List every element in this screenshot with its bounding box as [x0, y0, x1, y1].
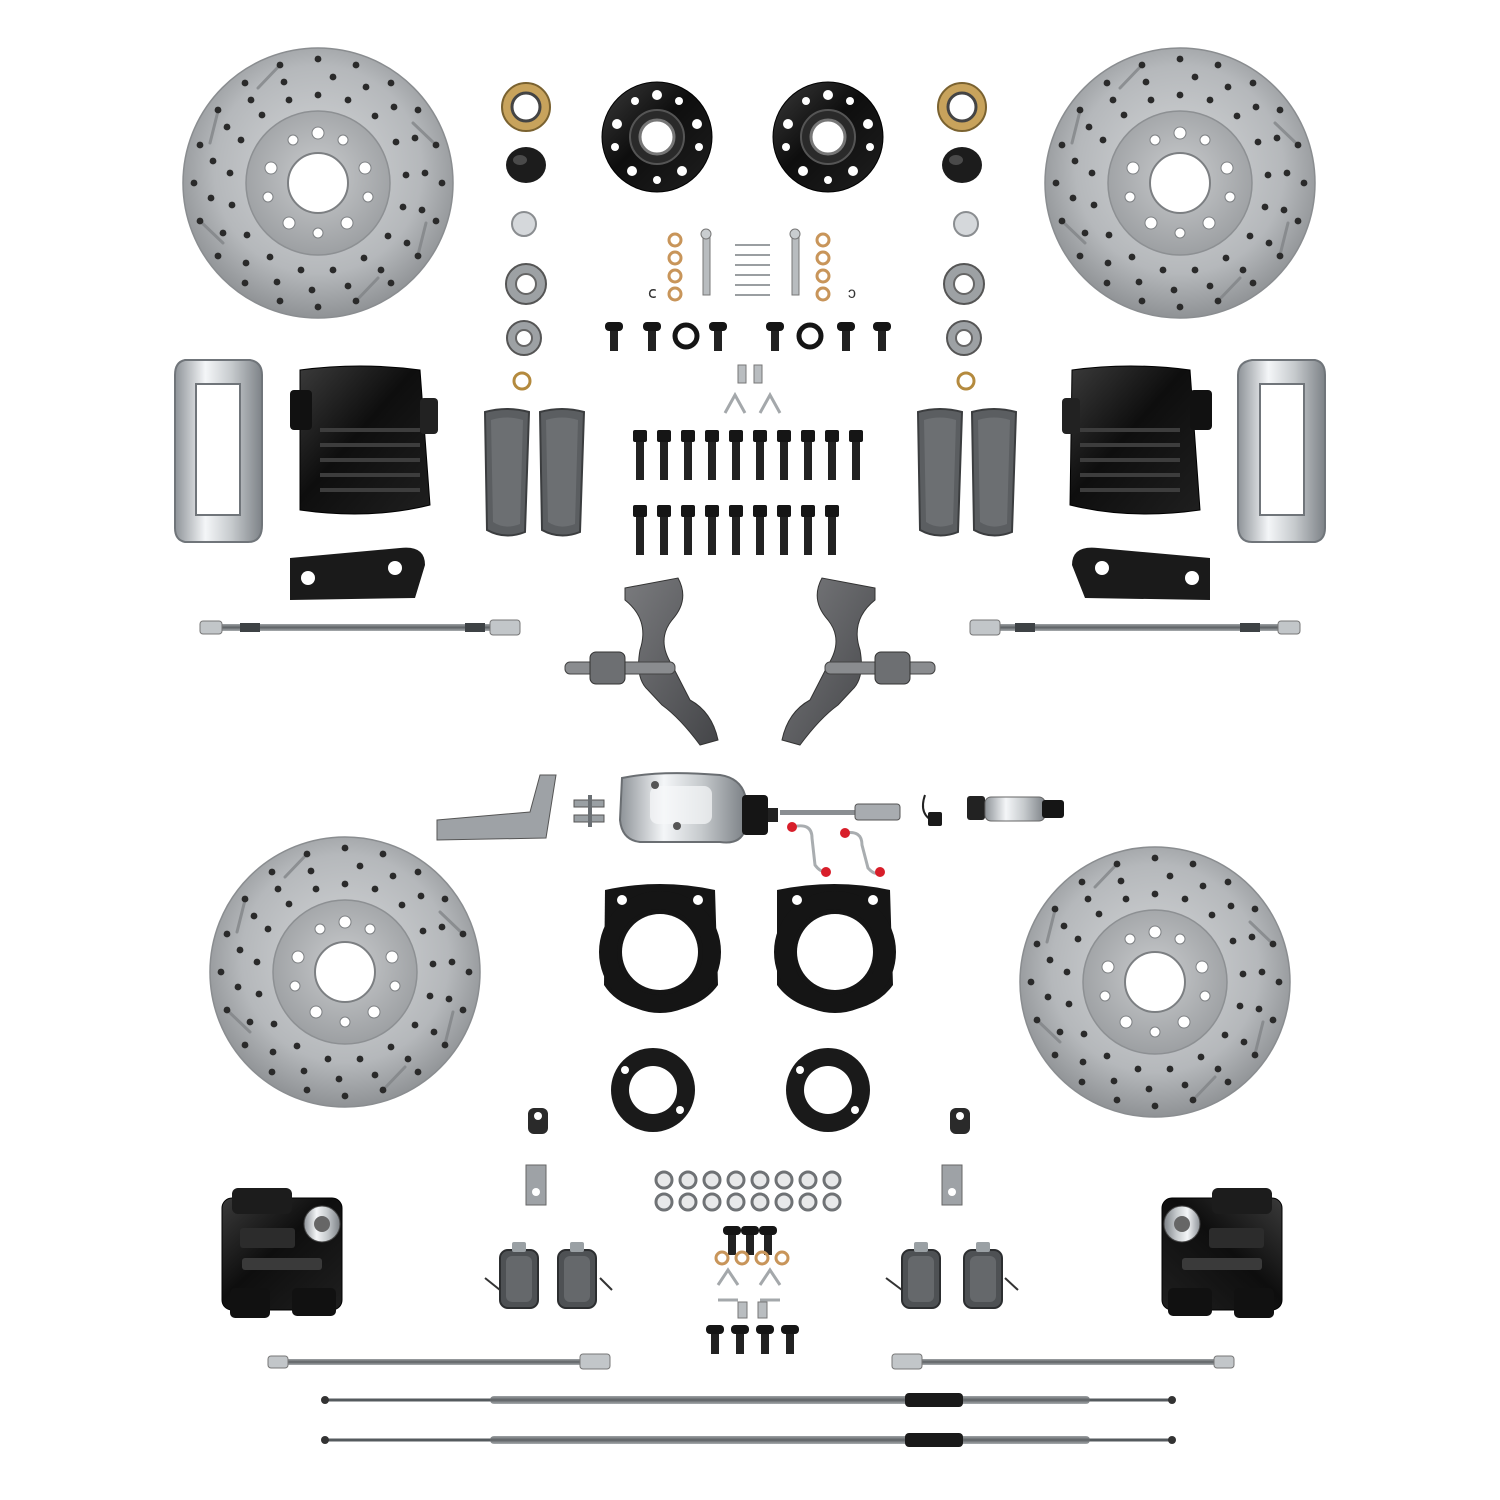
pad-clips	[723, 391, 782, 414]
bleeder-screws	[737, 364, 763, 384]
caliper-bolt-set-lower	[633, 505, 839, 555]
front-rotor-right	[1043, 46, 1317, 320]
proportioning-valve	[967, 796, 1064, 822]
caliper-mount-plate-right	[1072, 547, 1210, 600]
rear-caliper-bracket-left	[599, 884, 721, 1013]
parking-brake-cable-lower	[321, 1433, 1176, 1447]
spindle-nut-right	[956, 371, 976, 391]
bracket-bolts	[573, 795, 605, 827]
spindle-nut-left	[512, 371, 532, 391]
seal-right	[937, 82, 987, 132]
cable-bracket-left-upper	[528, 1108, 548, 1134]
inner-bearing-right	[946, 320, 982, 356]
rear-brake-hose-left	[267, 1353, 611, 1370]
rear-caliper-left	[221, 1187, 343, 1319]
rear-pad-left-inner	[557, 1241, 597, 1309]
spindle-left	[564, 577, 719, 746]
pushrod	[780, 803, 901, 821]
axle-spacer-right	[786, 1048, 870, 1132]
outer-bearing-left	[505, 263, 547, 305]
spindle-washer-left	[511, 211, 537, 237]
front-rotor-left	[181, 46, 455, 320]
front-hub-left	[600, 80, 714, 194]
front-hub-right	[771, 80, 885, 194]
master-cylinder-bracket	[436, 774, 557, 841]
outer-bearing-right	[943, 263, 985, 305]
front-pad-right-inner	[917, 408, 963, 537]
seal-left	[501, 82, 551, 132]
front-pad-right-outer	[971, 408, 1017, 537]
rear-bleeders	[737, 1301, 768, 1319]
spindle-right	[781, 577, 936, 746]
rear-caliper-bracket-right	[774, 884, 896, 1013]
front-pad-left-outer	[484, 408, 530, 537]
rear-rotor-left	[208, 835, 482, 1109]
rear-pad-right-outer	[963, 1241, 1003, 1309]
dust-cap-right	[942, 147, 982, 183]
caliper-mount-plate-left	[290, 547, 425, 600]
caliper-mount-bolts	[605, 322, 891, 351]
pad-springs	[484, 1277, 1019, 1291]
rear-rotor-right	[1018, 845, 1292, 1119]
front-caliper-left	[290, 365, 438, 515]
front-brake-hose-right	[969, 619, 1301, 636]
hard-lines	[787, 822, 885, 877]
rear-brake-hose-right	[891, 1353, 1235, 1370]
dust-cap-left	[506, 147, 546, 183]
front-pad-left-inner	[539, 408, 585, 537]
rear-caliper-right	[1161, 1187, 1283, 1319]
pressure-switch	[922, 794, 942, 826]
parking-brake-cable-upper	[321, 1393, 1176, 1407]
caliper-bracket-right	[1237, 359, 1326, 543]
cable-bracket-right-upper	[950, 1108, 970, 1134]
rear-pad-left-outer	[499, 1241, 539, 1309]
rear-pad-clips	[716, 1267, 782, 1302]
front-brake-hose-left	[199, 619, 521, 636]
clip-left: ⅽ	[648, 285, 657, 302]
master-cylinder	[618, 772, 778, 844]
clip-right: ↄ	[848, 285, 856, 302]
cable-bracket-left-lower	[525, 1164, 547, 1206]
spindle-washer-right	[953, 211, 979, 237]
cable-bracket-right-lower	[941, 1164, 963, 1206]
front-caliper-right	[1062, 365, 1212, 515]
inner-bearing-left	[506, 320, 542, 356]
axle-spacer-left	[611, 1048, 695, 1132]
banjo-bolt-right	[789, 228, 801, 296]
caliper-bracket-left	[174, 359, 263, 543]
rear-pad-right-inner	[901, 1241, 941, 1309]
banjo-bolt-left	[700, 228, 712, 296]
cotter-pins	[735, 244, 770, 296]
